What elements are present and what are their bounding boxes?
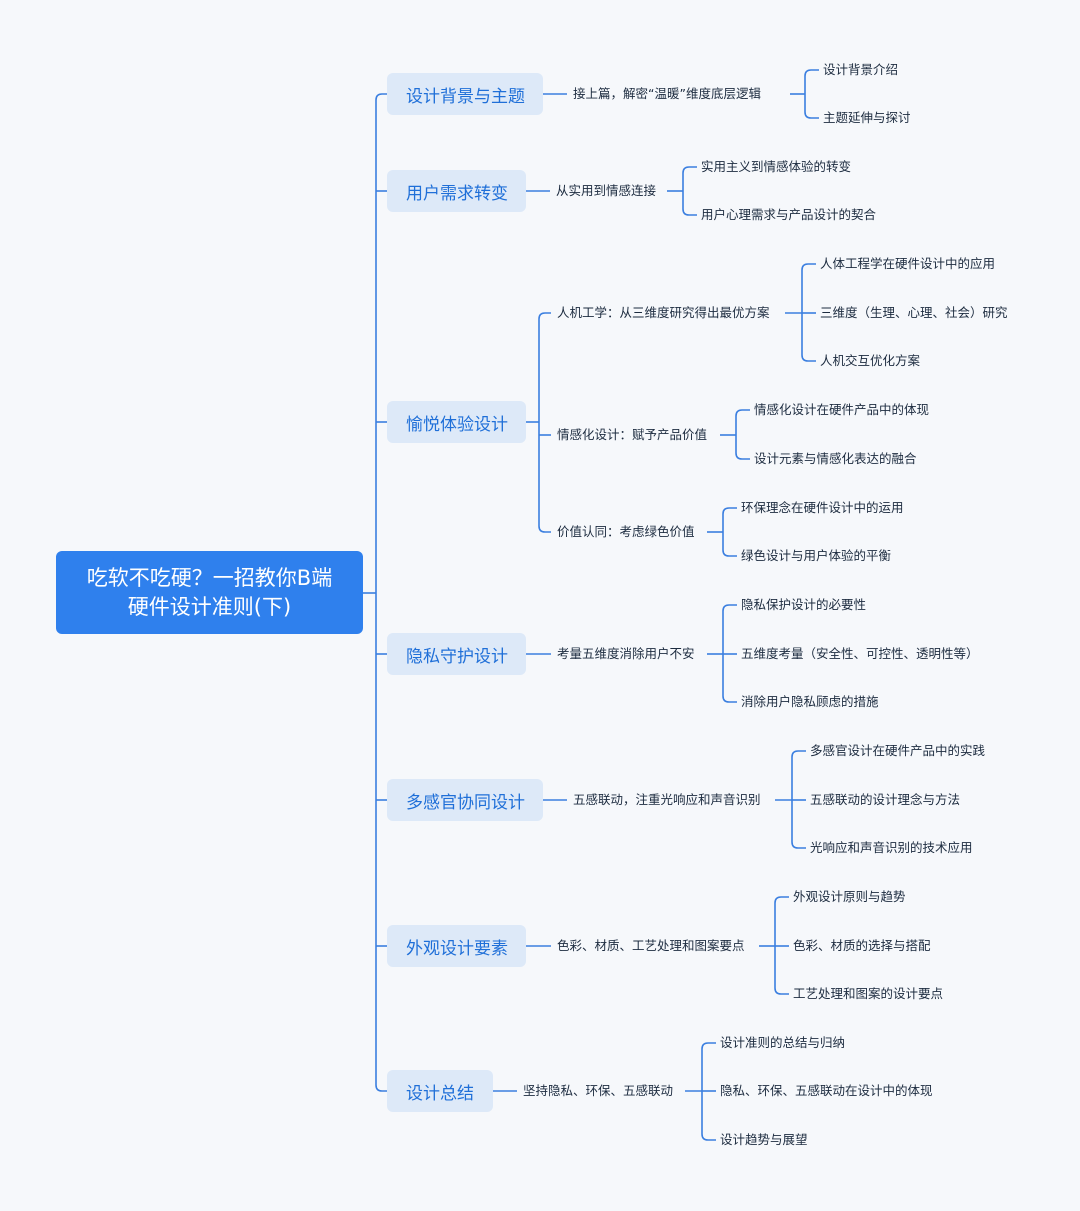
subtopic-node[interactable]: 考量五维度消除用户不安 xyxy=(557,646,695,661)
leaf-node[interactable]: 色彩、材质的选择与搭配 xyxy=(793,938,931,953)
subtopic-bracket-branch-2 xyxy=(701,1133,716,1141)
root-topic[interactable]: 吃软不吃硬？一招教你B端硬件设计准则(下) xyxy=(56,551,363,634)
leaf-node[interactable]: 光响应和声音识别的技术应用 xyxy=(810,840,973,855)
leaf-node[interactable]: 隐私、环保、五感联动在设计中的体现 xyxy=(720,1083,933,1098)
leaf-node[interactable]: 三维度（生理、心理、社会）研究 xyxy=(820,305,1008,320)
category-node[interactable]: 设计总结 xyxy=(387,1070,493,1112)
category-node[interactable]: 用户需求转变 xyxy=(387,170,526,212)
subtopic-node[interactable]: 人机工学：从三维度研究得出最优方案 xyxy=(557,305,770,320)
category-node[interactable]: 外观设计要素 xyxy=(387,925,526,967)
leaf-node[interactable]: 隐私保护设计的必要性 xyxy=(741,597,867,612)
leaf-node[interactable]: 五感联动的设计理念与方法 xyxy=(810,792,961,807)
leaf-node[interactable]: 情感化设计在硬件产品中的体现 xyxy=(754,402,930,417)
leaf-node[interactable]: 主题延伸与探讨 xyxy=(823,110,911,125)
category-node[interactable]: 多感官协同设计 xyxy=(387,779,543,821)
leaf-node[interactable]: 消除用户隐私顾虑的措施 xyxy=(741,694,879,709)
spine-branch-6 xyxy=(375,1084,387,1092)
category-bracket-branch-0 xyxy=(538,312,551,320)
leaf-node[interactable]: 设计元素与情感化表达的融合 xyxy=(754,451,917,466)
leaf-node[interactable]: 外观设计原则与趋势 xyxy=(793,889,906,904)
subtopic-node[interactable]: 情感化设计：赋予产品价值 xyxy=(557,427,708,442)
subtopic-node[interactable]: 从实用到情感连接 xyxy=(556,183,657,198)
subtopic-bracket-branch-0 xyxy=(735,409,750,417)
leaf-node[interactable]: 环保理念在硬件设计中的运用 xyxy=(741,500,904,515)
leaf-node[interactable]: 用户心理需求与产品设计的契合 xyxy=(701,207,877,222)
leaf-node[interactable]: 人体工程学在硬件设计中的应用 xyxy=(820,256,996,271)
leaf-node[interactable]: 设计趋势与展望 xyxy=(720,1132,808,1147)
leaf-node[interactable]: 工艺处理和图案的设计要点 xyxy=(793,986,944,1001)
category-node[interactable]: 隐私守护设计 xyxy=(387,633,526,675)
subtopic-node[interactable]: 价值认同：考虑绿色价值 xyxy=(557,524,695,539)
leaf-node[interactable]: 绿色设计与用户体验的平衡 xyxy=(741,548,892,563)
subtopic-bracket-branch-2 xyxy=(774,987,789,995)
subtopic-bracket-branch-0 xyxy=(722,507,737,515)
subtopic-bracket-branch-0 xyxy=(701,1042,716,1050)
subtopic-bracket-branch-0 xyxy=(804,69,819,77)
leaf-node[interactable]: 设计背景介绍 xyxy=(823,62,899,77)
subtopic-bracket-branch-0 xyxy=(774,896,789,904)
leaf-node[interactable]: 实用主义到情感体验的转变 xyxy=(701,159,852,174)
leaf-node[interactable]: 多感官设计在硬件产品中的实践 xyxy=(810,743,986,758)
category-node[interactable]: 设计背景与主题 xyxy=(387,73,543,115)
root-title-line1: 吃软不吃硬？一招教你B端 xyxy=(86,565,333,590)
subtopic-node[interactable]: 接上篇，解密“温暖”维度底层逻辑 xyxy=(573,86,761,101)
leaf-node[interactable]: 人机交互优化方案 xyxy=(820,353,921,368)
category-bracket-branch-2 xyxy=(538,525,551,533)
subtopic-bracket-branch-0 xyxy=(791,750,806,758)
subtopic-node[interactable]: 五感联动，注重光响应和声音识别 xyxy=(573,792,761,807)
subtopic-bracket-branch-0 xyxy=(682,166,697,174)
subtopic-bracket-branch-1 xyxy=(722,549,737,557)
subtopic-bracket-branch-2 xyxy=(722,695,737,703)
root-title-line2: 硬件设计准则(下) xyxy=(127,594,292,619)
subtopic-bracket-branch-1 xyxy=(804,111,819,119)
subtopic-bracket-branch-0 xyxy=(801,263,816,271)
leaf-node[interactable]: 设计准则的总结与归纳 xyxy=(720,1035,846,1050)
subtopic-bracket-branch-2 xyxy=(801,354,816,362)
subtopic-bracket-branch-0 xyxy=(722,604,737,612)
subtopic-bracket-branch-2 xyxy=(791,841,806,849)
leaf-node[interactable]: 五维度考量（安全性、可控性、透明性等） xyxy=(741,646,979,661)
spine-branch-0 xyxy=(375,93,387,101)
subtopic-bracket-branch-1 xyxy=(735,452,750,460)
subtopic-bracket-branch-1 xyxy=(682,208,697,216)
category-node[interactable]: 愉悦体验设计 xyxy=(387,401,526,443)
subtopic-node[interactable]: 色彩、材质、工艺处理和图案要点 xyxy=(557,938,745,953)
subtopic-node[interactable]: 坚持隐私、环保、五感联动 xyxy=(523,1083,674,1098)
